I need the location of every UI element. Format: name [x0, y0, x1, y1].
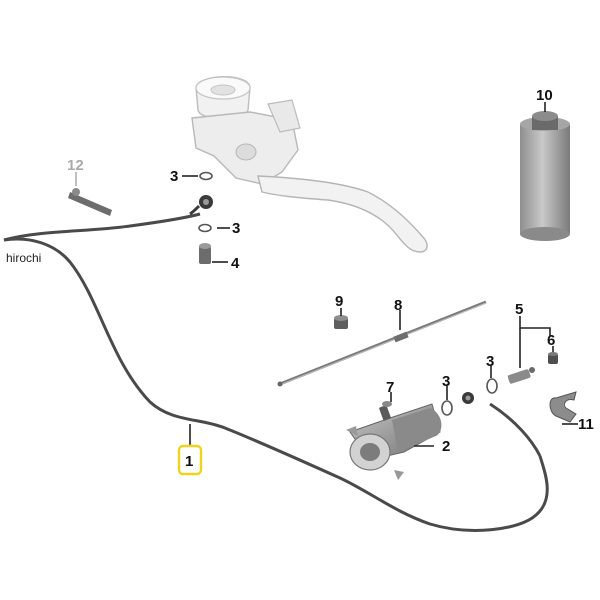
- hose-end-fitting: [462, 392, 474, 404]
- part-label-10[interactable]: 10: [536, 87, 553, 104]
- bleed-cap: [548, 352, 558, 364]
- hose-clamp-bracket: [68, 188, 112, 216]
- master-cylinder-lever: [191, 76, 428, 253]
- part-label-4[interactable]: 4: [231, 255, 240, 272]
- part-label-2[interactable]: 2: [442, 438, 450, 455]
- part-label-3-slave-a[interactable]: 3: [442, 373, 450, 390]
- rod-spacer: [334, 315, 348, 329]
- part-label-7[interactable]: 7: [386, 379, 394, 396]
- banjo-bolt: [199, 243, 211, 264]
- part-1-highlight: [177, 444, 203, 476]
- hose-clip: [549, 391, 577, 423]
- sealing-washer-slave-a: [441, 400, 453, 416]
- fluid-bottle: [520, 111, 570, 241]
- watermark-text: hirochi: [6, 251, 41, 265]
- banjo-fitting: [189, 195, 213, 216]
- sealing-washer-upper: [199, 171, 213, 181]
- part-label-8[interactable]: 8: [394, 297, 402, 314]
- part-label-1[interactable]: 1: [185, 453, 193, 470]
- part-label-6[interactable]: 6: [547, 332, 555, 349]
- slave-cylinder: [346, 403, 442, 480]
- sealing-washer-lower: [198, 223, 212, 233]
- part-label-3-upper[interactable]: 3: [170, 168, 178, 185]
- bleed-valve: [507, 367, 535, 384]
- sealing-washer-slave-b: [486, 378, 498, 394]
- part-label-5[interactable]: 5: [515, 301, 523, 318]
- part-label-9[interactable]: 9: [335, 293, 343, 310]
- clutch-hose: [3, 212, 549, 532]
- push-rod: [277, 300, 487, 387]
- part-label-12[interactable]: 12: [67, 157, 84, 174]
- part-label-3-slave-b[interactable]: 3: [486, 353, 494, 370]
- leader-lines: [75, 102, 578, 447]
- cylinder-bolt: [379, 401, 392, 421]
- part-label-11[interactable]: 11: [578, 416, 594, 433]
- part-label-3-lower[interactable]: 3: [232, 220, 240, 237]
